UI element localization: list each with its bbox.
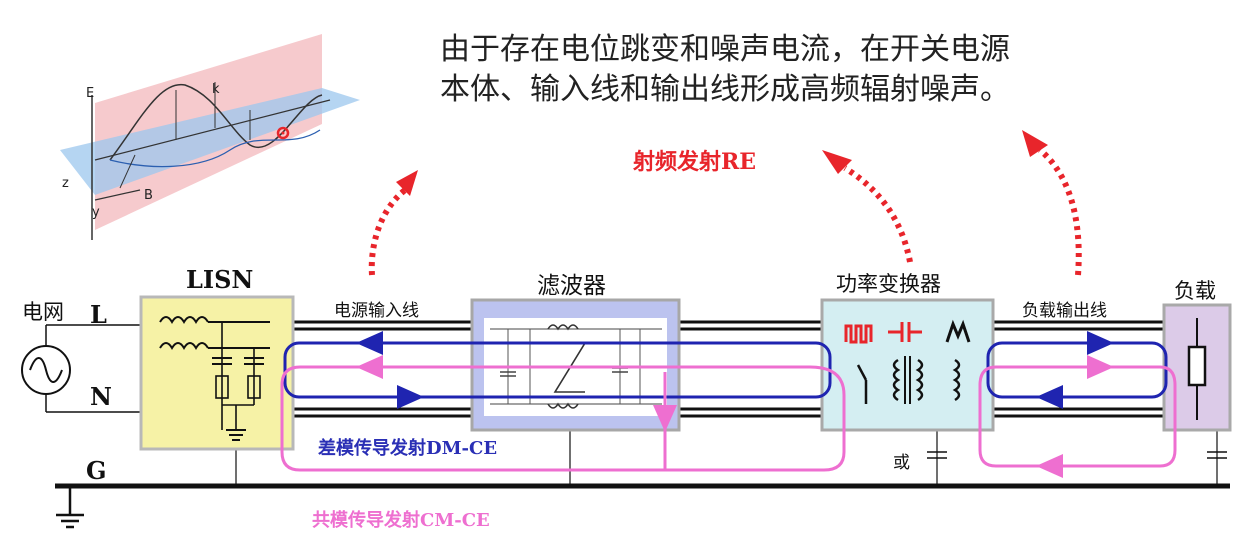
ground-bus [55,430,1230,529]
wave-inset [60,34,360,240]
line-l-label: L [90,300,107,329]
k-axis-label: k [212,82,220,97]
dm-ce-label: 差模传导发射DM-CE [318,438,498,459]
power-lines [292,320,1164,418]
cm-loop-input [280,365,846,472]
z-axis-label: z [62,176,69,191]
b-plane [60,88,360,195]
cm-loops [280,355,1177,478]
or-label: 或 [893,453,910,473]
converter-block [820,298,995,432]
dm-loop-output [986,341,1168,399]
re-arrows [368,130,1082,276]
cm-loop-output [978,365,1177,468]
b-axis-label: B [144,188,153,203]
lisn-label: LISN [186,265,254,294]
lisn-block [139,295,295,451]
grid-source [21,324,140,413]
output-line-label: 负载输出线 [1022,301,1107,321]
e-axis-label: E [86,86,95,101]
re-arrow-middle [843,165,913,263]
line-n-label: N [90,382,112,411]
dm-loops [283,331,1168,409]
grid-label: 电网 [22,300,64,324]
re-arrow-left [368,187,407,276]
load-label: 负载 [1174,279,1216,303]
filter-block [470,298,681,432]
cm-ce-label: 共模传导发射CM-CE [312,510,490,531]
converter-label: 功率变换器 [836,272,941,296]
radiation-label: 射频发射RE [633,149,757,175]
heading-line-1: 由于存在电位跳变和噪声电流，在开关电源 [440,32,1010,67]
y-axis-label: y [92,205,100,220]
heading-line-2: 本体、输入线和输出线形成高频辐射噪声。 [440,72,1010,107]
input-line-label: 电源输入线 [334,301,419,321]
line-g-label: G [86,456,107,485]
filter-label: 滤波器 [537,273,606,299]
re-arrow-right [1038,147,1082,276]
